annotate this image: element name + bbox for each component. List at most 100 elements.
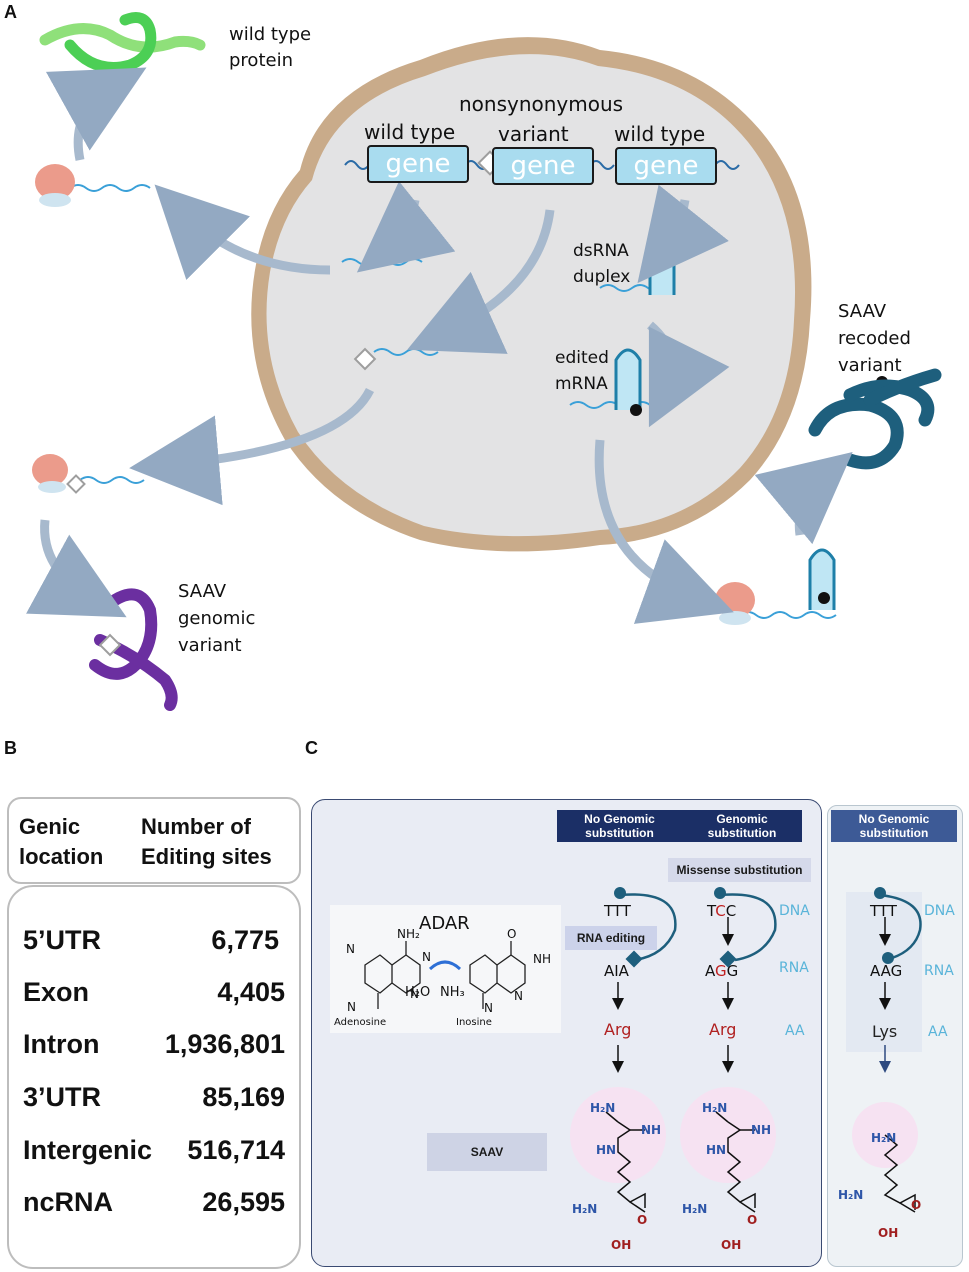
saav-recoded-variant-label: SAAV recoded variant bbox=[838, 301, 911, 376]
lys-oh: OH bbox=[878, 1226, 899, 1240]
wild-type-protein-icon bbox=[39, 12, 206, 73]
row-sites: 85,169 bbox=[202, 1082, 285, 1112]
ribosome-icon bbox=[715, 582, 755, 625]
lys-h2n-bottom: H₂N bbox=[838, 1188, 864, 1202]
adar-nh3: NH₃ bbox=[440, 985, 465, 1000]
adar-reaction-structures bbox=[364, 941, 526, 1009]
arg2-hn: HN bbox=[706, 1143, 727, 1157]
panel-c-letter: C bbox=[305, 738, 318, 758]
side-level-rna: RNA bbox=[924, 963, 954, 979]
header-no-genomic-substitution: No Genomic substitution bbox=[557, 810, 682, 842]
side-rna-seq: AAG bbox=[870, 962, 903, 980]
lys-o: O bbox=[911, 1198, 922, 1212]
saav-genomic-variant-label: SAAV genomic variant bbox=[178, 581, 256, 656]
saav-tag: SAAV bbox=[427, 1133, 547, 1171]
side-level-aa: AA bbox=[928, 1024, 948, 1040]
row-sites: 4,405 bbox=[217, 977, 285, 1007]
level-rna: RNA bbox=[779, 960, 809, 976]
arg1-nh: NH bbox=[641, 1123, 662, 1137]
editing-dna-seq: TTT bbox=[604, 902, 631, 920]
editing-aa: Arg bbox=[604, 1020, 632, 1039]
adar-n-6: N bbox=[484, 1001, 493, 1015]
adar-n-2: N bbox=[422, 950, 431, 964]
adar-n-5: N bbox=[514, 989, 523, 1003]
header-number-of-sites: Number of Editing sites bbox=[141, 814, 272, 869]
genomic-dna-seq: TCC bbox=[707, 902, 736, 920]
arg1-oh: OH bbox=[611, 1238, 632, 1252]
adar-n-4: N bbox=[347, 1000, 356, 1014]
row-sites: 516,714 bbox=[187, 1135, 285, 1165]
nonsynonymous-label: nonsynonymous bbox=[459, 92, 624, 116]
genomic-rna-post: G bbox=[726, 962, 739, 980]
row-sites: 1,936,801 bbox=[164, 1029, 285, 1059]
editing-rna-seq: AIA bbox=[604, 962, 629, 980]
adar-nh: NH bbox=[533, 952, 551, 966]
genomic-dna-pre: T bbox=[707, 902, 716, 920]
flow-arrows bbox=[26, 67, 853, 624]
header-genic-location: Genic location bbox=[19, 814, 104, 869]
genomic-dna-mut: C bbox=[715, 902, 726, 920]
variant-diamond-icon bbox=[353, 347, 377, 371]
arg2-nh: NH bbox=[751, 1123, 772, 1137]
adenosine-label: Adenosine bbox=[334, 1017, 387, 1028]
level-aa: AA bbox=[785, 1023, 805, 1039]
gene-box-wild-type-right: gene bbox=[615, 147, 717, 185]
side-highlight-box bbox=[846, 892, 922, 1052]
arg1-hn: HN bbox=[596, 1143, 617, 1157]
ribosome-icon bbox=[35, 164, 75, 207]
adar-o: O bbox=[507, 927, 517, 941]
ribosome-icon bbox=[32, 454, 68, 493]
wild-type-protein-label: wild type protein bbox=[229, 24, 312, 71]
row-location: 3’UTR bbox=[23, 1082, 102, 1112]
genomic-rna-seq: AGG bbox=[705, 962, 738, 980]
header-genomic-substitution: Genomic substitution bbox=[682, 810, 802, 842]
variant-diamond-icon bbox=[66, 474, 86, 494]
arg2-h2n-top: H₂N bbox=[702, 1101, 728, 1115]
adar-reaction-box bbox=[330, 905, 561, 1033]
inosine-label: Inosine bbox=[456, 1017, 492, 1028]
side-level-dna: DNA bbox=[924, 903, 955, 919]
wild-type-gene-label-right: wild type bbox=[614, 122, 706, 146]
row-sites: 6,775 bbox=[211, 925, 279, 955]
editing-sites-table-header: Genic location Number of Editing sites bbox=[7, 797, 301, 884]
gene-box-variant: gene bbox=[492, 147, 594, 185]
edited-mrna-label: edited mRNA bbox=[555, 348, 609, 394]
wild-type-gene-label-left: wild type bbox=[364, 120, 456, 144]
side-dna-seq: TTT bbox=[870, 902, 897, 920]
row-location: Exon bbox=[23, 977, 90, 1007]
arg2-o: O bbox=[747, 1213, 758, 1227]
arg2-h2n-bottom: H₂N bbox=[682, 1202, 708, 1216]
gene-box-wild-type-left: gene bbox=[367, 145, 469, 183]
adar-title: ADAR bbox=[419, 913, 470, 934]
edit-site-dot-icon bbox=[630, 404, 642, 416]
arg1-o: O bbox=[637, 1213, 648, 1227]
variant-gene-label: variant bbox=[498, 122, 569, 146]
lys-h2n-top: H₂N bbox=[871, 1131, 897, 1145]
adar-h2o: H₂O bbox=[405, 985, 431, 1000]
panel-c-graphics bbox=[570, 887, 922, 1213]
row-location: 5’UTR bbox=[23, 925, 102, 955]
recoded-variant-protein-icon bbox=[808, 368, 942, 470]
arg1-h2n-top: H₂N bbox=[590, 1101, 616, 1115]
genomic-aa: Arg bbox=[709, 1020, 737, 1039]
genomic-variant-protein-icon bbox=[89, 588, 178, 711]
editing-sites-table-body: 5’UTR 6,775 Exon 4,405 Intron 1,936,801 … bbox=[7, 885, 301, 1269]
variant-diamond-icon bbox=[98, 633, 122, 657]
header-side-no-genomic-substitution: No Genomic substitution bbox=[831, 810, 957, 842]
side-aa: Lys bbox=[872, 1022, 898, 1041]
row-location: Intron bbox=[23, 1029, 100, 1059]
dsrna-duplex-label: dsRNA duplex bbox=[573, 241, 631, 287]
missense-substitution-tag: Missense substitution bbox=[668, 858, 811, 882]
adar-n-1: N bbox=[346, 942, 355, 956]
arg1-h2n-bottom: H₂N bbox=[572, 1202, 598, 1216]
row-location: ncRNA bbox=[23, 1187, 114, 1217]
genomic-rna-pre: A bbox=[705, 962, 715, 980]
panel-b-letter: B bbox=[4, 738, 17, 758]
rna-editing-tag: RNA editing bbox=[565, 926, 657, 950]
edit-site-dot-icon bbox=[818, 592, 830, 604]
adar-nh2: NH₂ bbox=[397, 927, 420, 941]
adar-n-3: N bbox=[410, 987, 419, 1001]
level-dna: DNA bbox=[779, 903, 810, 919]
panel-a-letter: A bbox=[4, 2, 17, 22]
row-sites: 26,595 bbox=[202, 1187, 285, 1217]
